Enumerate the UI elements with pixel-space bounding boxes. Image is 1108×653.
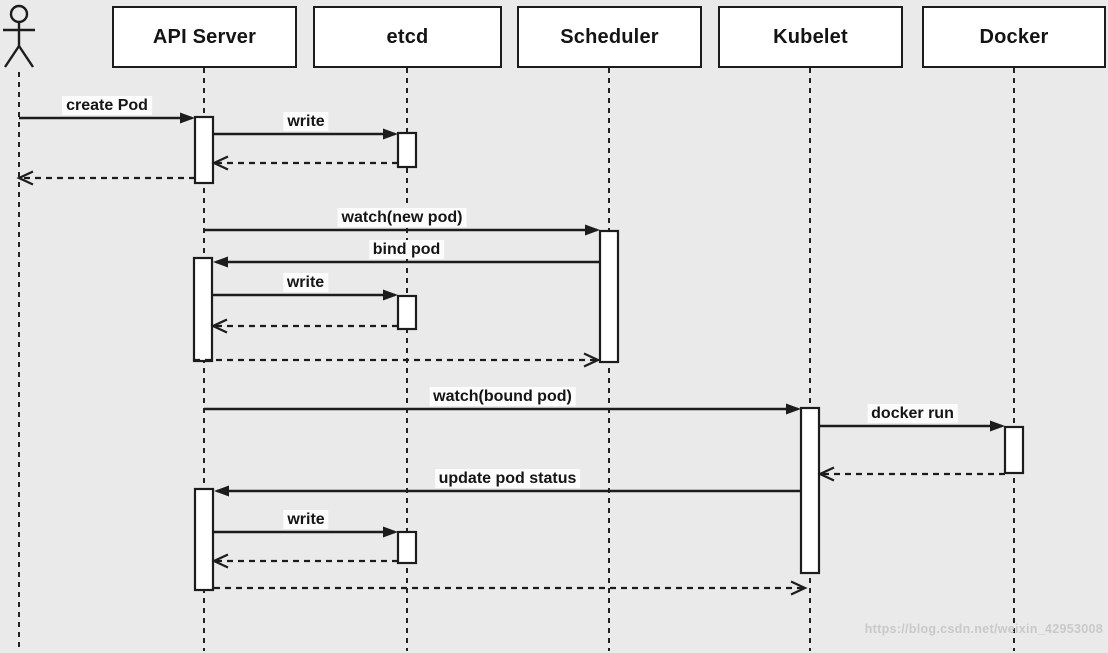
arrowhead-open [210, 318, 228, 334]
message-2-call [214, 128, 398, 140]
message-11-call [820, 420, 1005, 432]
activation-bar-scheduler-3 [598, 229, 620, 364]
arrowhead-filled [214, 485, 229, 497]
arrowhead-open [583, 352, 601, 368]
message-12-return [817, 466, 1005, 482]
arrowhead-filled [990, 420, 1005, 432]
message-13-call [214, 485, 801, 497]
arrowhead-open [817, 466, 835, 482]
actor-icon [3, 4, 35, 68]
activation-bar-etcd-4 [396, 294, 418, 331]
arrowhead-open [16, 170, 34, 186]
activation-bar-etcd-8 [396, 530, 418, 565]
activation-bar-etcd-1 [396, 131, 418, 169]
message-10-call [204, 403, 801, 415]
arrowhead-open [211, 155, 229, 171]
activation-bar-api-server-0 [193, 115, 215, 185]
arrowhead-filled [213, 256, 228, 268]
message-3-return [211, 155, 398, 171]
message-7-call [213, 289, 398, 301]
arrowhead-filled [180, 112, 195, 124]
activation-bar-api-server-2 [192, 256, 214, 363]
arrowhead-filled [383, 128, 398, 140]
message-9-return [194, 352, 601, 368]
arrowhead-open [790, 580, 808, 596]
arrowhead-open [211, 553, 229, 569]
watermark: https://blog.csdn.net/weixin_42953008 [864, 622, 1103, 636]
actor-leg-right [18, 45, 34, 68]
activation-bar-kubelet-5 [799, 406, 821, 575]
message-14-call [214, 526, 398, 538]
message-6-call [213, 256, 600, 268]
arrowhead-filled [383, 289, 398, 301]
message-15-return [211, 553, 398, 569]
actor-head [9, 4, 29, 24]
activation-bar-api-server-7 [193, 487, 215, 592]
arrowhead-filled [585, 224, 600, 236]
message-1-call [19, 112, 195, 124]
message-4-return [16, 170, 195, 186]
message-16-return [214, 580, 808, 596]
arrowhead-filled [786, 403, 801, 415]
activation-bar-docker-6 [1003, 425, 1025, 475]
actor-leg-left [4, 45, 20, 68]
message-5-call [204, 224, 600, 236]
message-8-return [210, 318, 398, 334]
arrowhead-filled [383, 526, 398, 538]
